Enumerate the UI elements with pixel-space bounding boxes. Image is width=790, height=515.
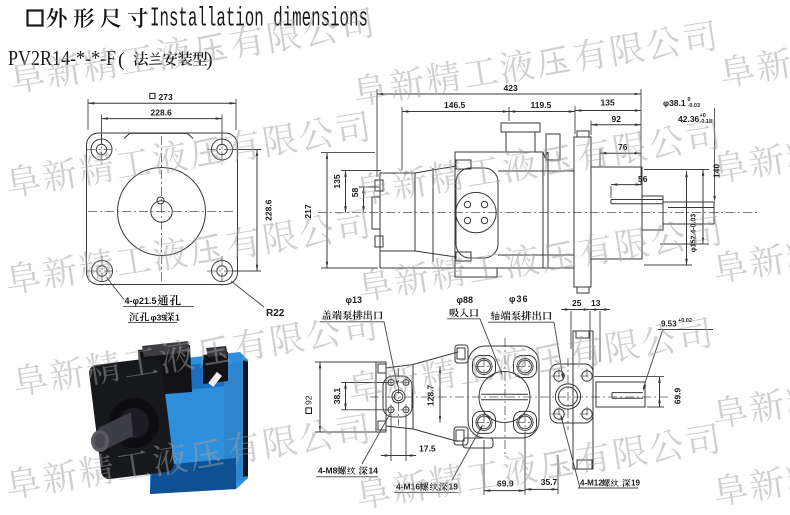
svg-text:140: 140	[712, 164, 722, 178]
svg-text:φ13: φ13	[346, 295, 362, 305]
svg-text:135: 135	[332, 174, 342, 188]
svg-text:25: 25	[572, 298, 582, 308]
svg-text:φ88: φ88	[457, 295, 473, 305]
svg-text:4-M12: 4-M12	[580, 479, 603, 488]
svg-text:φ38.1: φ38.1	[663, 98, 686, 108]
svg-text:38.1: 38.1	[332, 387, 342, 404]
svg-text:423: 423	[504, 83, 518, 93]
svg-text:+0: +0	[700, 113, 706, 119]
svg-text:9.53: 9.53	[661, 320, 677, 329]
svg-text:56: 56	[638, 174, 648, 184]
svg-text:119.5: 119.5	[531, 100, 552, 110]
svg-text:4-M16: 4-M16	[396, 482, 420, 492]
svg-text:1: 1	[175, 313, 180, 323]
svg-text:φ36: φ36	[509, 294, 528, 304]
svg-text:228.6: 228.6	[264, 199, 274, 221]
svg-text:14: 14	[369, 466, 379, 476]
svg-text:Installation dimensions: Installation dimensions	[150, 5, 368, 35]
svg-text:φ39: φ39	[151, 313, 167, 323]
svg-text:42.36: 42.36	[678, 114, 700, 124]
svg-text:69.9: 69.9	[673, 387, 683, 404]
svg-text:146.5: 146.5	[444, 100, 466, 110]
svg-text:4-φ21.5: 4-φ21.5	[125, 296, 157, 306]
svg-text:4-M8: 4-M8	[318, 466, 338, 476]
svg-text:69.9: 69.9	[497, 479, 514, 489]
svg-text:-0.03: -0.03	[688, 103, 701, 109]
svg-text:128.7: 128.7	[426, 385, 436, 407]
svg-text:0: 0	[688, 97, 691, 103]
svg-text:19: 19	[449, 482, 459, 492]
svg-text:92: 92	[612, 114, 622, 124]
svg-text:13: 13	[591, 298, 601, 308]
svg-text:217: 217	[303, 204, 313, 218]
svg-text:19: 19	[631, 479, 640, 488]
svg-text:35.7: 35.7	[541, 477, 558, 487]
svg-text:92: 92	[304, 395, 314, 405]
svg-text:135: 135	[601, 98, 615, 108]
svg-text:58: 58	[350, 188, 360, 198]
svg-text:R22: R22	[266, 308, 285, 319]
svg-text:228.6: 228.6	[151, 107, 173, 117]
svg-text:273: 273	[159, 92, 173, 102]
svg-text:17.5: 17.5	[419, 444, 436, 454]
svg-text:(: (	[118, 49, 125, 71]
svg-text:+0.02: +0.02	[678, 318, 692, 324]
svg-text:76: 76	[618, 142, 628, 152]
